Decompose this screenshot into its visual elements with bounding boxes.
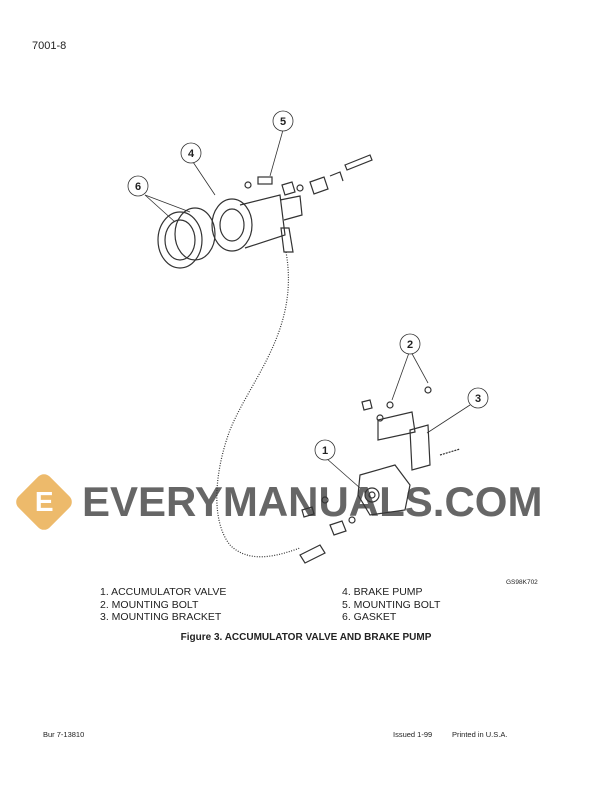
legend-item: 1. ACCUMULATOR VALVE (100, 586, 227, 598)
page-number: 7001-8 (32, 40, 67, 52)
callout-3: 3 (475, 393, 481, 405)
legend-left: 1. ACCUMULATOR VALVE 2. MOUNTING BOLT 3.… (100, 586, 226, 624)
callout-2: 2 (407, 339, 413, 351)
legend-item: 2. MOUNTING BOLT (100, 598, 199, 611)
legend-item: 6. GASKET (342, 611, 397, 623)
printed-in: Printed in U.S.A. (452, 730, 508, 739)
legend-right: 4. BRAKE PUMP 5. MOUNTING BOLT 6. GASKET (342, 586, 440, 624)
watermark-text: EVERYMANUALS.COM (82, 478, 543, 525)
document-number: Bur 7-13810 (43, 730, 85, 739)
brake-pump-drawing (211, 194, 303, 252)
callout-1: 1 (322, 445, 328, 457)
watermark-logo-letter: E (34, 486, 54, 517)
fittings-drawing (244, 154, 373, 253)
callout-4: 4 (188, 148, 195, 160)
legend-item: 5. MOUNTING BOLT (342, 598, 441, 611)
legend-item: 4. BRAKE PUMP (342, 586, 423, 598)
callout-5: 5 (280, 116, 286, 128)
legend-item: 3. MOUNTING BRACKET (100, 611, 222, 623)
figure-code: GS98K702 (506, 579, 538, 586)
watermark-logo: E (12, 470, 76, 534)
brake-line (216, 251, 301, 558)
callout-6: 6 (135, 181, 141, 193)
issue-date: Issued 1-99 (393, 730, 433, 739)
gasket-drawing (157, 207, 216, 269)
mounting-bracket-drawing (361, 386, 461, 471)
figure-caption: Figure 3. ACCUMULATOR VALVE AND BRAKE PU… (180, 632, 432, 643)
accumulator-valve-drawing (299, 464, 411, 564)
watermark: E EVERYMANUALS.COM (12, 470, 543, 534)
